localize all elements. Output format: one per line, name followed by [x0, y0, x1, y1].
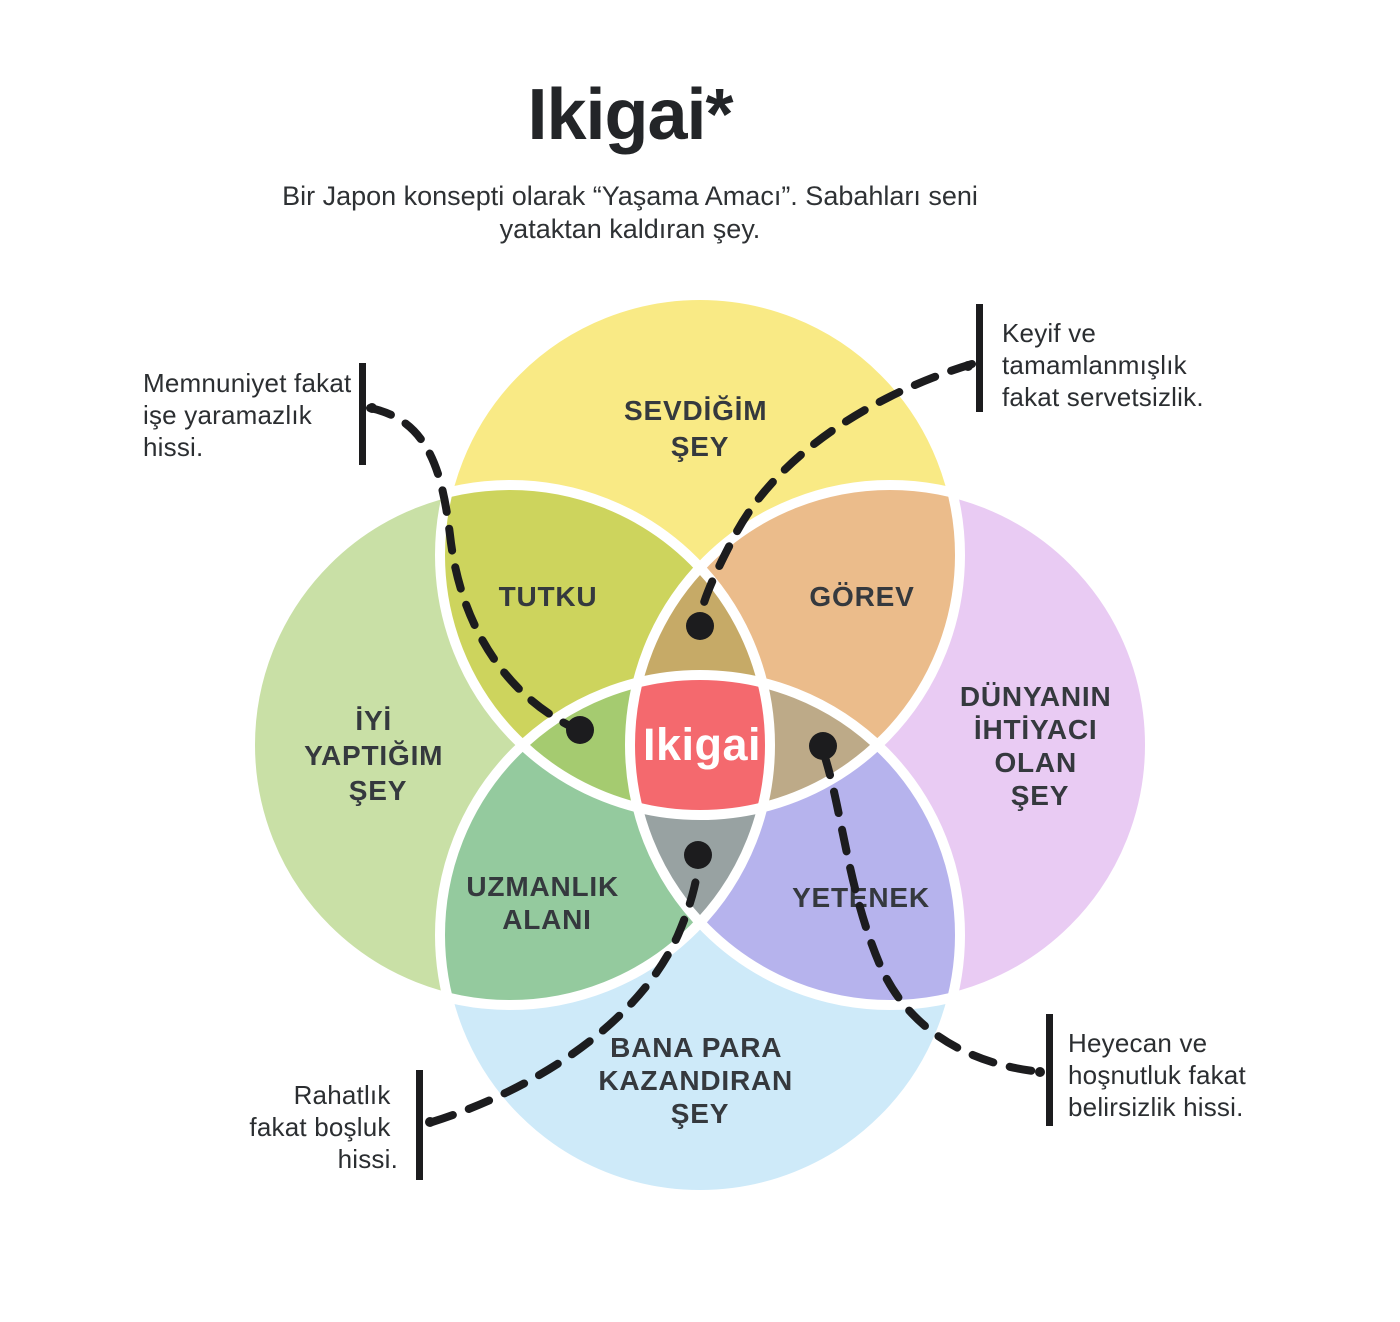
label-profession: UZMANLIK ALANI [466, 871, 627, 935]
label-line: BANA PARA [610, 1032, 781, 1063]
subtitle-line-2: yataktan kaldıran şey. [499, 214, 761, 244]
label-line: ŞEY [1011, 780, 1069, 811]
callout-line: hoşnutluk fakat [1068, 1060, 1246, 1090]
label-what-you-love: SEVDİĞİM ŞEY [624, 395, 776, 462]
label-line: OLAN [994, 747, 1077, 778]
callout-line: belirsizlik hissi. [1068, 1092, 1244, 1122]
label-line: ŞEY [671, 431, 729, 462]
label-line: KAZANDIRAN [598, 1065, 793, 1096]
callout-endpoint-dot [686, 612, 714, 640]
callout-line: tamamlanmışlık [1002, 350, 1188, 380]
label-line: ŞEY [671, 1098, 729, 1129]
circle-outlines [245, 290, 1155, 1200]
callout-bottom-right-text: Heyecan ve hoşnutluk fakat belirsizlik h… [1068, 1028, 1253, 1122]
callout-line: Memnuniyet fakat [143, 368, 352, 398]
label-line: İHTİYACI [974, 714, 1098, 745]
callout-line: hissi. [143, 432, 203, 462]
callout-line: işe yaramazlık [143, 400, 313, 430]
callout-line: fakat boşluk [249, 1112, 391, 1142]
label-line: DÜNYANIN [960, 681, 1112, 712]
callout-bar [416, 1070, 423, 1180]
callout-line: hissi. [338, 1144, 398, 1174]
callout-connector-dot [425, 1117, 435, 1127]
callout-dashed-line [428, 862, 702, 1126]
page-title: Ikigai* [527, 75, 733, 155]
callout-dashed-line [820, 750, 1046, 1076]
callout-endpoint-dot [684, 841, 712, 869]
callout-line: Keyif ve [1002, 318, 1096, 348]
label-ikigai-center: Ikigai [643, 719, 761, 770]
label-what-the-world-needs: DÜNYANIN İHTİYACI OLAN ŞEY [960, 681, 1120, 811]
callout-top-right: Keyif ve tamamlanmışlık fakat servetsizl… [686, 304, 1204, 640]
subtitle-line-1: Bir Japon konsepti olarak “Yaşama Amacı”… [282, 181, 978, 211]
label-line: İYİ [355, 705, 392, 736]
callout-bar [1046, 1014, 1053, 1126]
label-what-you-are-paid-for: BANA PARA KAZANDIRAN ŞEY [598, 1032, 801, 1129]
callout-line: fakat servetsizlik. [1002, 382, 1204, 412]
callout-connector-dot [1035, 1067, 1045, 1077]
callout-line: Heyecan ve [1068, 1028, 1207, 1058]
callout-bottom-left: Rahatlık fakat boşluk hissi. [249, 841, 712, 1180]
callout-bottom-left-text: Rahatlık fakat boşluk hissi. [249, 1080, 398, 1174]
label-line: UZMANLIK [466, 871, 619, 902]
callout-bar [976, 304, 983, 412]
callout-bottom-right: Heyecan ve hoşnutluk fakat belirsizlik h… [809, 732, 1253, 1126]
callout-line: Rahatlık [294, 1080, 392, 1110]
callout-connector-dot [963, 361, 973, 371]
callout-bar [359, 363, 366, 465]
callout-endpoint-dot [566, 716, 594, 744]
callout-top-left-text: Memnuniyet fakat işe yaramazlık hissi. [143, 368, 359, 462]
label-what-you-are-good-at: İYİ YAPTIĞIM ŞEY [304, 705, 452, 806]
label-line: ŞEY [349, 775, 407, 806]
callout-top-right-text: Keyif ve tamamlanmışlık fakat servetsizl… [1002, 318, 1204, 412]
label-passion: TUTKU [499, 581, 598, 612]
callout-dashed-line [366, 404, 574, 730]
callout-connector-dot [367, 403, 377, 413]
callout-dashed-line [696, 360, 976, 622]
callout-endpoint-dot [809, 732, 837, 760]
label-line: ALANI [502, 904, 592, 935]
callout-top-left: Memnuniyet fakat işe yaramazlık hissi. [143, 363, 594, 744]
label-mission: GÖREV [809, 581, 914, 612]
page-subtitle: Bir Japon konsepti olarak “Yaşama Amacı”… [150, 180, 1110, 246]
header: Ikigai* Bir Japon konsepti olarak “Yaşam… [150, 74, 1110, 246]
label-line: SEVDİĞİM [624, 395, 767, 426]
label-line: YAPTIĞIM [304, 740, 443, 771]
